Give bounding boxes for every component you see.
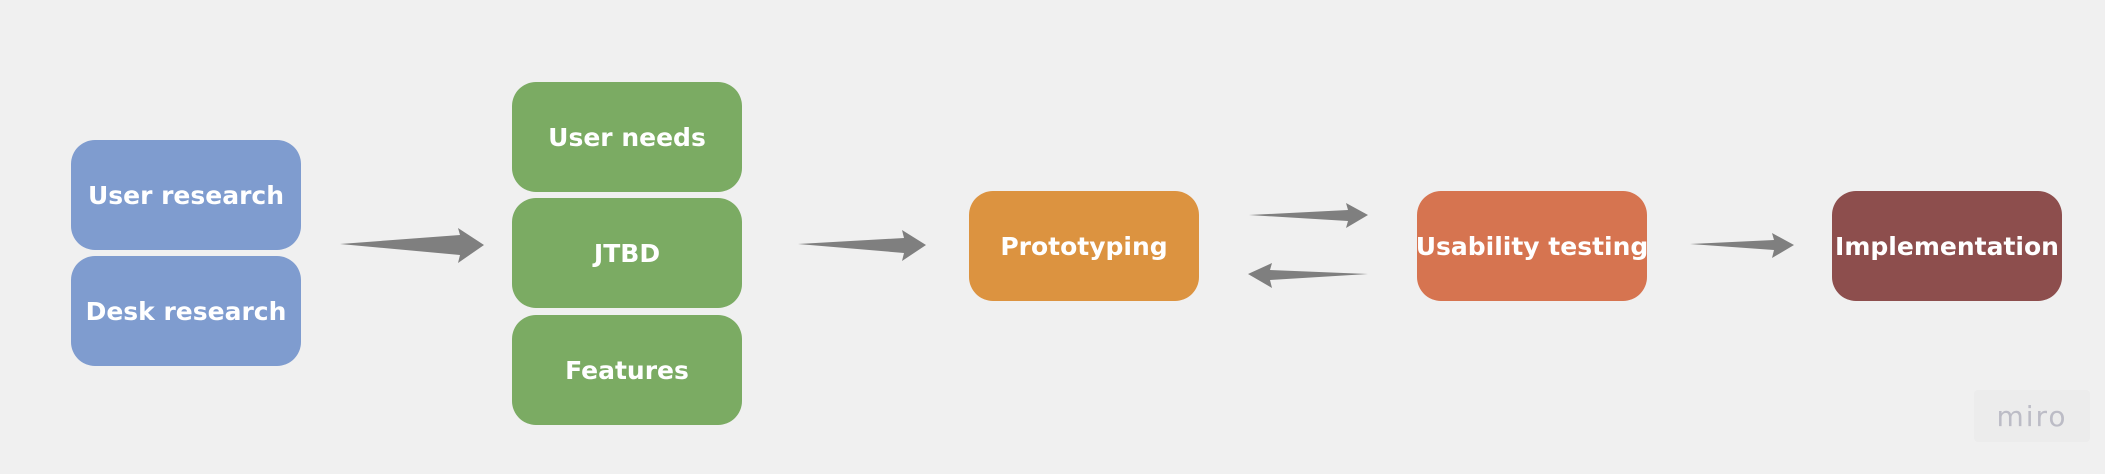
arrow-synthesis-to-prototyping[interactable] (798, 230, 926, 261)
node-label: Prototyping (1000, 231, 1168, 261)
watermark-text: miro (1996, 399, 2068, 433)
node-label: JTBD (593, 238, 661, 268)
node-user-needs[interactable]: User needs (512, 82, 742, 192)
node-jtbd[interactable]: JTBD (512, 198, 742, 308)
node-label: User needs (548, 122, 706, 152)
node-user-research[interactable]: User research (71, 140, 301, 250)
node-label: Usability testing (1415, 231, 1649, 261)
node-label: Implementation (1835, 231, 2059, 261)
miro-watermark: miro (1974, 390, 2090, 442)
arrow-testing-to-prototyping[interactable] (1248, 263, 1368, 288)
node-label: Features (565, 355, 689, 385)
node-features[interactable]: Features (512, 315, 742, 425)
node-label: Desk research (85, 296, 287, 326)
node-implementation[interactable]: Implementation (1832, 191, 2062, 301)
arrow-prototyping-to-testing[interactable] (1249, 203, 1368, 228)
arrow-research-to-synthesis[interactable] (340, 228, 484, 263)
node-usability-testing[interactable]: Usability testing (1415, 191, 1649, 301)
node-desk-research[interactable]: Desk research (71, 256, 301, 366)
node-label: User research (87, 180, 285, 210)
node-prototyping[interactable]: Prototyping (969, 191, 1199, 301)
arrow-testing-to-implementation[interactable] (1690, 233, 1794, 258)
